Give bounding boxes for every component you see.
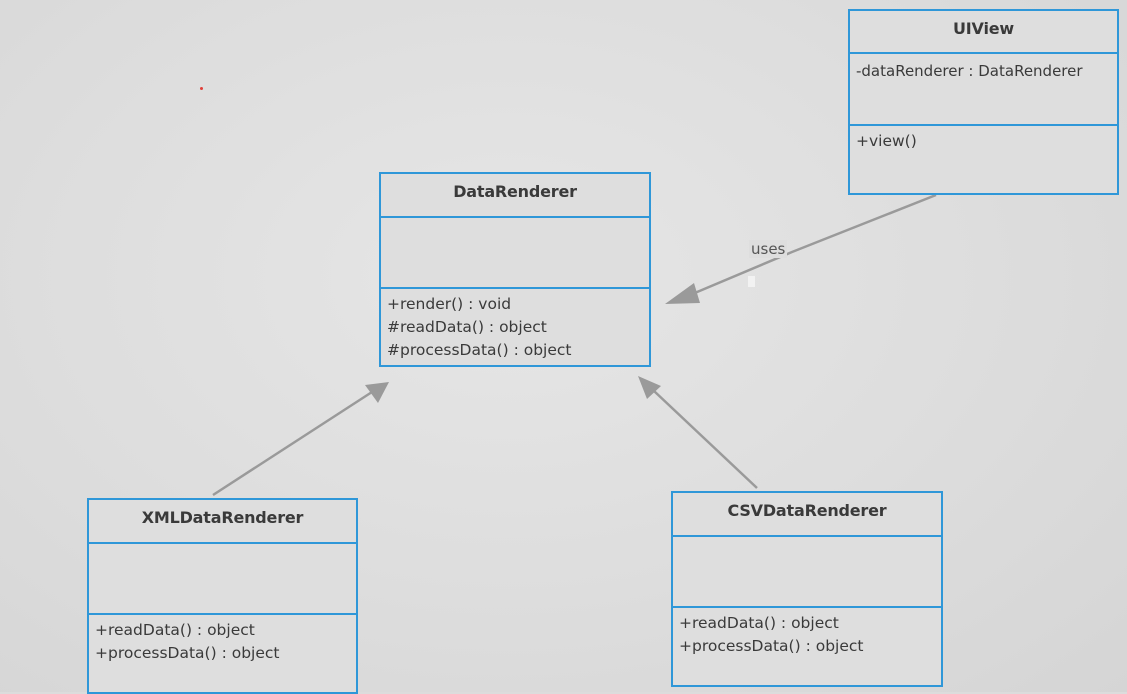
uiview-attribute-datarenderer: -dataRenderer : DataRenderer: [856, 62, 1083, 80]
xmldatarenderer-operation-readdata: +readData() : object: [95, 621, 255, 639]
csvdatarenderer-class[interactable]: CSVDataRenderer +readData() : object +pr…: [671, 491, 943, 687]
csvdatarenderer-operations: +readData() : object +processData() : ob…: [673, 608, 941, 658]
datarenderer-operations: +render() : void #readData() : object #p…: [381, 289, 649, 362]
xmldatarenderer-attributes: [89, 544, 356, 615]
datarenderer-class-name: DataRenderer: [381, 174, 649, 218]
xmldatarenderer-class-name: XMLDataRenderer: [89, 500, 356, 544]
uses-connector-line: [689, 193, 937, 297]
datarenderer-operation-readdata: #readData() : object: [387, 318, 547, 336]
datarenderer-attributes: [381, 218, 649, 289]
uiview-operation-view: +view(): [856, 132, 917, 150]
xmldatarenderer-operations: +readData() : object +processData() : ob…: [89, 615, 356, 665]
datarenderer-class[interactable]: DataRenderer +render() : void #readData(…: [379, 172, 651, 367]
datarenderer-operation-processdata: #processData() : object: [387, 341, 572, 359]
xml-inheritance-arrowhead: [365, 382, 389, 403]
csvdatarenderer-operation-readdata: +readData() : object: [679, 614, 839, 632]
uiview-class-name: UIView: [850, 11, 1117, 54]
csv-inheritance-arrowhead: [638, 376, 661, 399]
csvdatarenderer-operation-processdata: +processData() : object: [679, 637, 864, 655]
uiview-operations: +view(): [850, 126, 1117, 153]
csvdatarenderer-class-name: CSVDataRenderer: [673, 493, 941, 537]
xml-inheritance-line: [212, 390, 373, 497]
uiview-class[interactable]: UIView -dataRenderer : DataRenderer +vie…: [848, 9, 1119, 195]
csvdatarenderer-attributes: [673, 537, 941, 608]
xmldatarenderer-operation-processdata: +processData() : object: [95, 644, 280, 662]
datarenderer-operation-render: +render() : void: [387, 295, 512, 313]
xmldatarenderer-class[interactable]: XMLDataRenderer +readData() : object +pr…: [87, 498, 358, 694]
uiview-attributes: -dataRenderer : DataRenderer: [850, 54, 1117, 126]
connector-waypoint-marker: [748, 276, 755, 287]
uses-arrowhead: [665, 283, 700, 304]
uses-label: uses: [749, 240, 788, 258]
csv-inheritance-line: [653, 390, 758, 489]
cursor-dot: [200, 87, 203, 90]
